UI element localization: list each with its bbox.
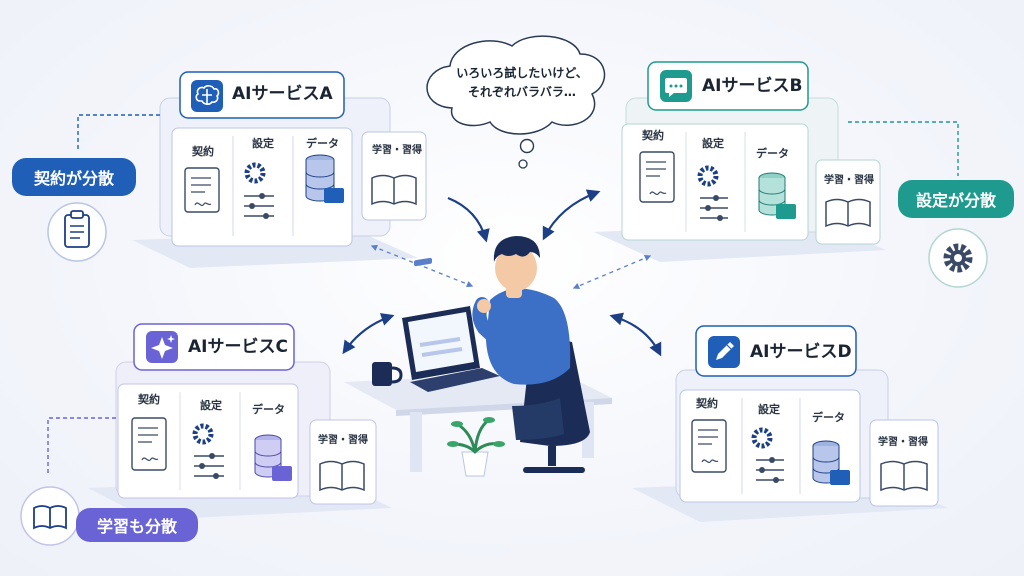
- pen-icon: [716, 342, 734, 360]
- service-card-b: [594, 61, 886, 262]
- service-card-c: [88, 323, 392, 520]
- callout-settings-dispersed: 設定が分散: [898, 180, 1014, 218]
- callout-connectors: [77, 114, 160, 150]
- contract-document-icon: [639, 151, 675, 203]
- gear-slider-icon: [751, 427, 784, 483]
- book-callout-icon: [20, 486, 80, 546]
- plant-icon: [447, 417, 505, 477]
- callout-learning-dispersed: 学習も分散: [76, 508, 198, 542]
- learning-label: 学習・習得: [824, 175, 874, 186]
- book-icon: [880, 460, 928, 492]
- mug-icon: [372, 362, 403, 386]
- database-icon: [305, 154, 344, 203]
- desk-scene: [344, 236, 612, 477]
- data-label: データ: [756, 147, 789, 160]
- service-title-c: AIサービスC: [188, 337, 288, 357]
- contract-label: 契約: [696, 397, 718, 410]
- learning-label: 学習・習得: [372, 145, 422, 156]
- book-icon: [825, 198, 871, 228]
- database-icon: [812, 440, 850, 485]
- dashed-links: [370, 244, 652, 289]
- gear-icon: [928, 228, 988, 288]
- settings-label: 設定: [702, 137, 724, 150]
- gear-slider-icon: [697, 165, 728, 221]
- brain-icon: [195, 85, 220, 105]
- contract-document-icon: [691, 419, 727, 473]
- chat-icon: [665, 78, 687, 97]
- book-icon: [319, 460, 365, 492]
- clipboard-icon: [47, 202, 107, 262]
- data-label: データ: [812, 411, 845, 424]
- book-icon: [371, 174, 417, 206]
- service-card-d: [632, 325, 948, 522]
- service-title-a: AIサービスA: [232, 84, 333, 104]
- thought-line-2: それぞれバラバラ…: [468, 84, 576, 99]
- callout-connector-settings: [848, 121, 959, 176]
- database-icon: [254, 434, 292, 481]
- settings-label: 設定: [252, 137, 274, 150]
- thought-line-1: いろいろ試したいけど、: [456, 66, 588, 80]
- settings-label: 設定: [200, 399, 222, 412]
- data-label: データ: [252, 403, 285, 416]
- service-title-d: AIサービスD: [750, 342, 852, 362]
- sparkle-icon: [151, 335, 175, 359]
- contract-label: 契約: [642, 129, 664, 142]
- callout-connector-learning: [47, 417, 116, 476]
- gear-slider-icon: [244, 162, 274, 219]
- callout-contract-dispersed: 契約が分散: [12, 158, 136, 196]
- gear-slider-icon: [192, 423, 224, 479]
- person: [472, 236, 571, 440]
- contract-label: 契約: [138, 393, 160, 406]
- settings-label: 設定: [758, 403, 780, 416]
- contract-label: 契約: [192, 145, 214, 158]
- service-card-a: [132, 71, 427, 268]
- contract-document-icon: [131, 417, 167, 471]
- laptop: [402, 257, 500, 392]
- data-label: データ: [306, 137, 339, 150]
- thought-text: いろいろ試したいけど、 それぞれバラバラ…: [452, 64, 592, 101]
- contract-document-icon: [184, 167, 220, 213]
- learning-label: 学習・習得: [878, 437, 928, 448]
- database-icon: [758, 172, 796, 219]
- flow-arrows: [342, 189, 662, 357]
- service-title-b: AIサービスB: [702, 76, 803, 96]
- thought-bubble: [426, 35, 606, 169]
- learning-label: 学習・習得: [318, 435, 368, 446]
